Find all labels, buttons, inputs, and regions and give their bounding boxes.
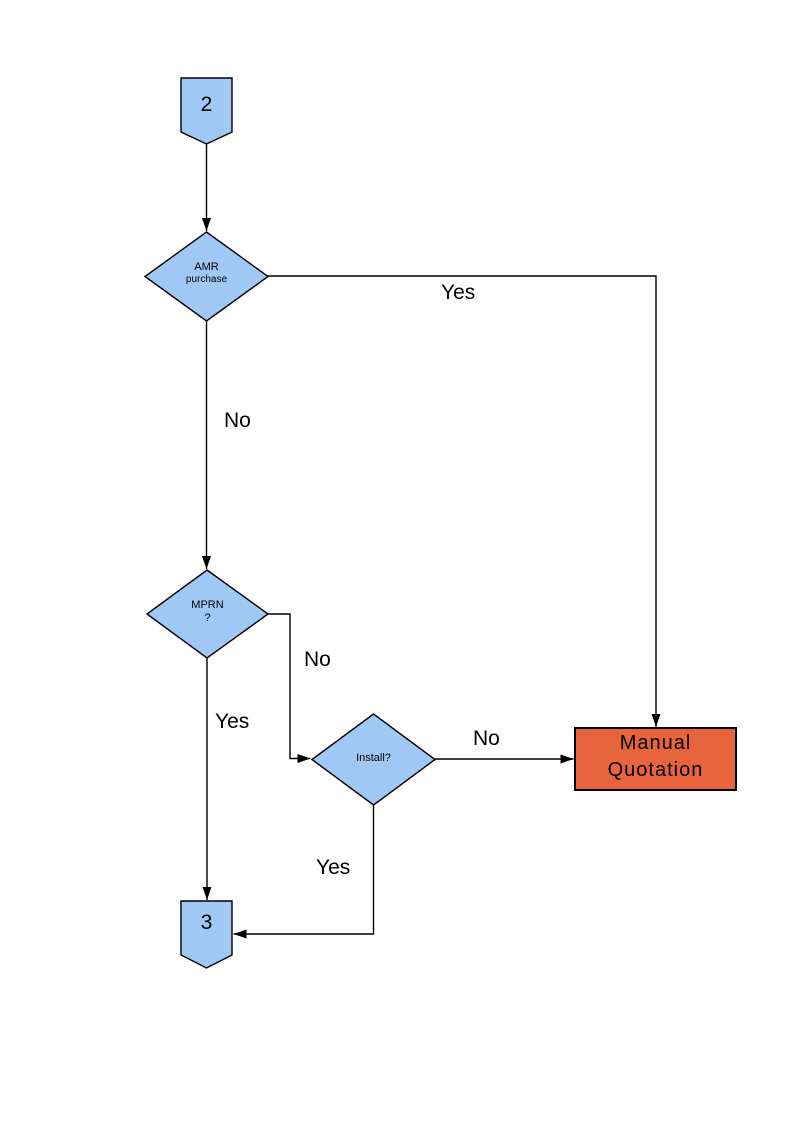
decision-mprn-shape [145,569,270,659]
decision-install-label: Install? [356,752,391,764]
decision-amr-purchase-shape [143,231,270,322]
manual-quotation-line2: Quotation [607,759,704,781]
amr-label-line1: AMR [194,261,219,273]
edge-mprn-no-to-install [268,613,311,763]
edge-install-yes-to-3 [233,805,375,939]
edge-label-amr-yes: Yes [441,281,476,304]
offpage-connector-3-shape [180,900,233,969]
process-manual-quotation-shape [574,727,737,791]
manual-quotation-line1: Manual [619,732,692,754]
amr-label-line2: purchase [185,274,228,285]
decision-install-shape [310,713,437,806]
offpage-connector-2-label: 2 [200,93,213,116]
edge-label-mprn-yes: Yes [215,710,250,733]
edge-label-amr-no: No [224,409,251,432]
decision-mprn-label: MPRN ? [147,599,268,625]
mprn-label-line1: MPRN [191,599,224,611]
edge-label-mprn-no: No [304,648,331,671]
edge-label-install-no: No [473,727,500,750]
offpage-connector-3-label: 3 [200,911,213,934]
process-manual-quotation-label: Manual Quotation [577,730,734,784]
decision-amr-purchase-label: AMR purchase [145,261,268,286]
edge-label-install-yes: Yes [316,856,351,879]
edge-amr-yes-to-manual-quotation [268,275,661,727]
mprn-label-line2: ? [204,612,211,624]
offpage-connector-2-shape [180,77,233,145]
